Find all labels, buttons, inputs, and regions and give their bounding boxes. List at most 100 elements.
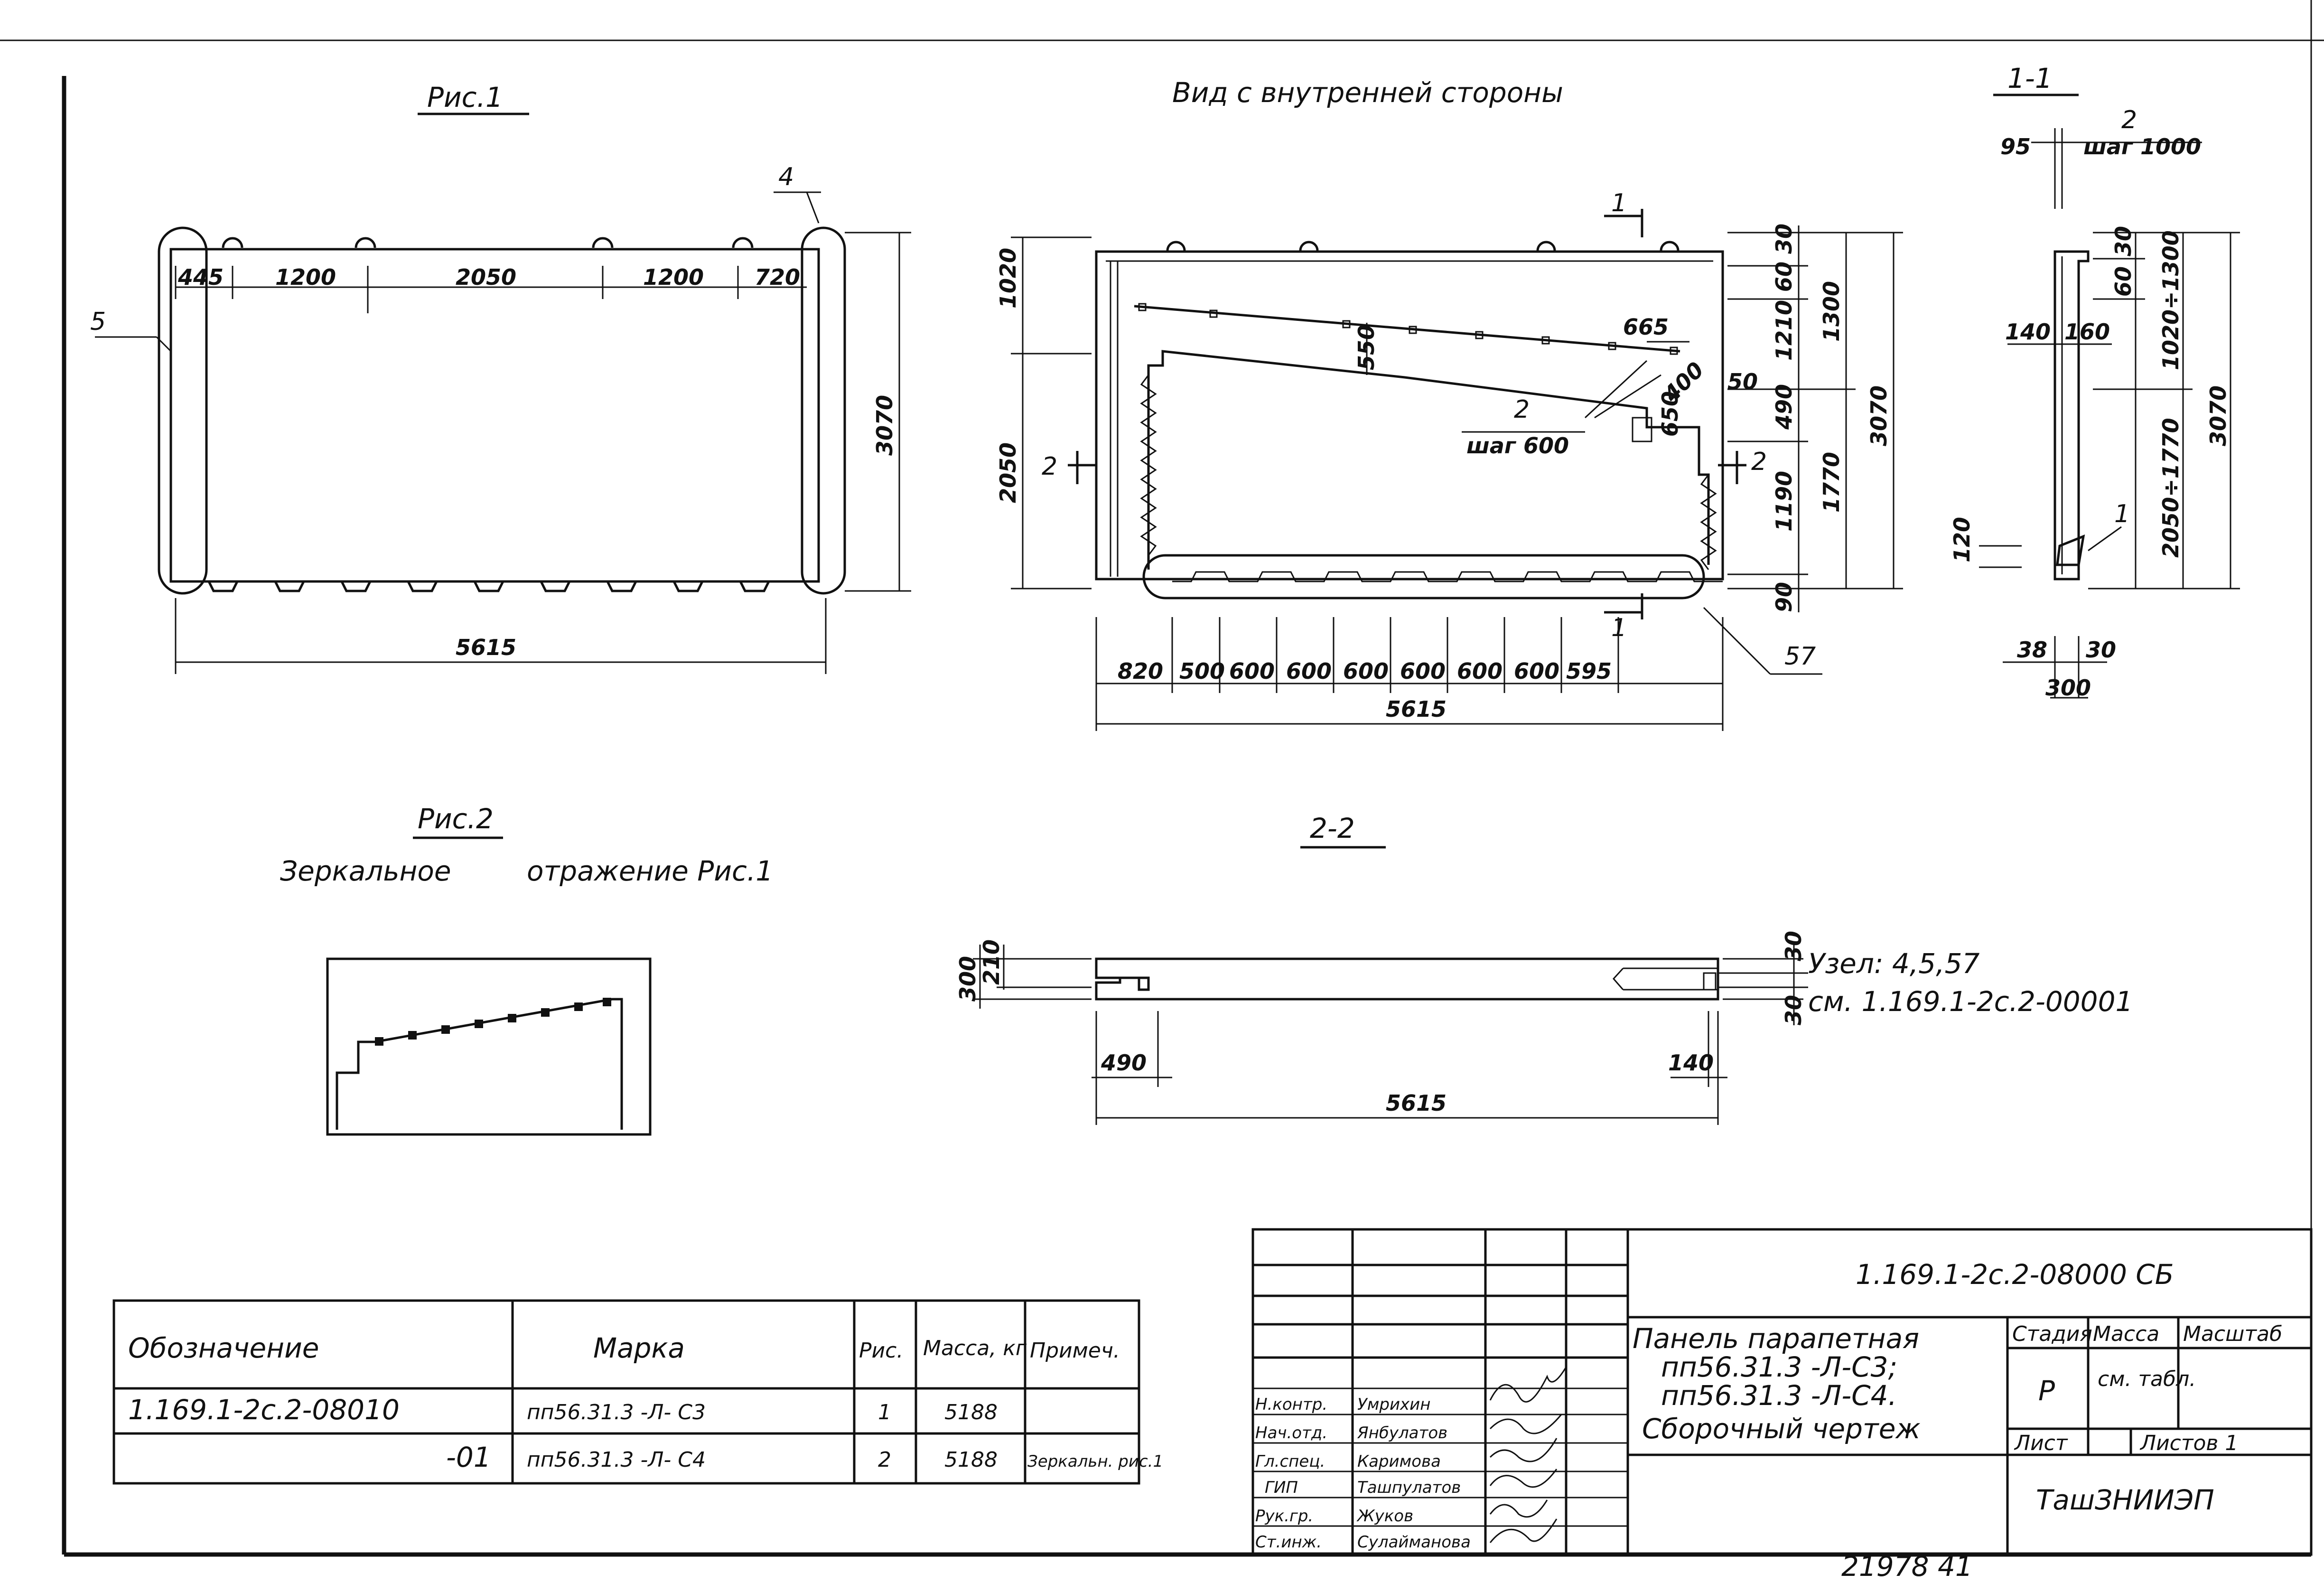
spec-header-fig: Рис. [859,1339,903,1363]
section-2-2-dim-210: 210 [979,939,1004,985]
section-2-2-dim-30-bottom: 30 [1781,995,1806,1025]
title-block: 1.169.1-2с.2-08000 СБ Панель парапетная … [1251,1228,2313,1556]
inner-view-sloped-edge [1134,305,1680,353]
spec-header-mark: Марка [593,1332,685,1364]
title-line-3: пп56.31.3 -Л-С4. [1661,1379,1897,1412]
name-0: Умрихин [1357,1395,1431,1414]
inner-view-zigzag-left [1140,375,1157,556]
role-5: Ст.инж. [1255,1533,1322,1552]
inner-view-dim-right-1190: 1190 [1771,471,1797,532]
fig2-caption-a: Зеркальное [280,855,451,887]
section-1-1-title: 1-1 [2007,62,2053,94]
inner-view-cut-2-left: 2 [1042,451,1096,484]
inner-view: Вид с внутренней стороны [995,76,1903,731]
scale-header: Масштаб [2183,1322,2282,1346]
fig2-inner-contour [336,998,623,1130]
inner-view-dim-bottom-5: 600 [1400,658,1446,684]
role-2: Гл.спец. [1255,1452,1325,1471]
title-line-4: Сборочный чертеж [1642,1413,1921,1445]
fig2-embedded-parts [375,998,611,1046]
section-2-2-dim-140: 140 [1668,1050,1714,1076]
spec-row-1-fig: 1 [878,1400,891,1424]
spec-header-mass: Масса, кг [923,1336,1027,1360]
specification-table: Обозначение Марка Рис. Масса, кг Примеч.… [112,1299,1163,1485]
fig1-lifting-loop-right [801,226,846,595]
section-1-1-dim-range-top: 1020÷1300 [2158,230,2184,370]
inner-view-callout-57: 57 [1784,642,1816,671]
mass-value: см. табл. [2098,1367,2196,1391]
spec-header-designation: Обозначение [128,1332,319,1364]
doc-code: 1.169.1-2с.2-08000 СБ [1856,1258,2174,1291]
inner-view-bottom-loop [1142,554,1705,599]
section-2-2-dim-300: 300 [955,956,980,1002]
figure-1: Рис.1 445 1200 2050 1200 720 5615 3070 [90,81,911,674]
section-1-1-dim-30: 30 [2110,226,2136,256]
inner-view-dim-bottom-3: 600 [1286,658,1332,684]
stage-value: Р [2038,1375,2055,1407]
fig1-dim-right: 3070 [872,395,897,456]
inner-view-dim-bottom-2: 600 [1229,658,1275,684]
name-5: Сулайманова [1357,1533,1471,1552]
spec-row-1-mass: 5188 [944,1400,998,1424]
fig2-panel-outline [326,957,652,1136]
inner-view-dim-right-90: 90 [1771,582,1797,612]
svg-text:1: 1 [1611,189,1627,217]
spec-row-2-note: Зеркальн. рис.1 [1027,1452,1163,1471]
sheets-label: Листов 1 [2139,1431,2238,1455]
figure-2: Рис.2 Зеркальное отражение Рис.1 [280,803,773,1136]
svg-text:2: 2 [1042,452,1057,481]
fig1-bottom-teeth [199,580,797,592]
inner-view-top-loops [1166,241,1680,251]
spec-row-1-mark: пп56.31.3 -Л- С3 [527,1400,706,1424]
name-4: Жуков [1356,1507,1413,1526]
fig1-title: Рис.1 [427,81,503,113]
inner-view-dim-right-30: 30 [1771,224,1797,254]
inner-view-dim-bottom-7: 600 [1514,658,1559,684]
spec-row-2-mass: 5188 [944,1448,998,1472]
inner-view-dim-right-60: 60 [1771,262,1797,292]
mass-header: Масса [2093,1322,2159,1346]
section-2-2-dim-total: 5615 [1386,1090,1447,1116]
fig1-dim-top-3: 1200 [643,264,704,290]
spec-row-2-designation: -01 [446,1441,491,1473]
fig1-dim-top-2: 2050 [456,264,516,290]
inner-view-dim-550: 550 [1353,325,1379,370]
fig2-title: Рис.2 [418,803,494,835]
section-1-1-step-text: шаг 1000 [2083,134,2201,159]
inner-view-bracket [1632,417,1652,442]
fig1-panel-outline [169,248,820,583]
inner-view-step-text: шаг 600 [1466,433,1569,459]
inner-view-dim-right-1300: 1300 [1819,281,1844,342]
inner-view-panel-outline [1095,250,1724,581]
fig1-dim-top-0: 445 [177,264,224,290]
section-1-1-dim-120: 120 [1949,517,1975,562]
role-1: Нач.отд. [1255,1424,1327,1442]
inner-view-dim-bottom-8: 595 [1566,658,1612,684]
spec-header-note: Примеч. [1030,1339,1120,1363]
section-1-1-dim-30b: 30 [2086,637,2116,663]
section-2-2-ref-text: см. 1.169.1-2с.2-00001 [1808,985,2133,1018]
inner-view-dim-left-top: 1020 [995,248,1021,309]
fig2-caption-b: отражение Рис.1 [527,855,773,887]
inner-view-dim-left-bottom: 2050 [995,442,1021,503]
inner-view-dim-650: 650 [1657,391,1683,437]
spec-row-2-mark: пп56.31.3 -Л- С4 [527,1448,706,1472]
signatures [1489,1367,1567,1543]
section-2-2-node-text: Узел: 4,5,57 [1808,947,1979,980]
inner-view-dim-50: 50 [1727,369,1758,394]
inner-view-dim-right-1210: 1210 [1771,300,1797,361]
section-1-1: 1-1 95 2 шаг 1000 30 60 1020÷1300 2050÷1… [1949,62,2240,701]
role-3: ГИП [1265,1478,1298,1497]
title-line-1: Панель парапетная [1633,1322,1919,1355]
inner-view-dim-bottom-1: 500 [1179,658,1225,684]
section-1-1-profile [2053,250,2090,581]
section-2-2-title-text: 2-2 [1310,812,1355,844]
spec-row-2-fig: 2 [878,1448,891,1472]
fig1-dim-top-4: 720 [755,264,800,290]
role-4: Рук.гр. [1255,1507,1313,1526]
inner-view-dim-bottom-0: 820 [1118,658,1163,684]
inner-view-cut-2-right: 2 [1718,448,1767,484]
name-2: Каримова [1357,1452,1441,1471]
